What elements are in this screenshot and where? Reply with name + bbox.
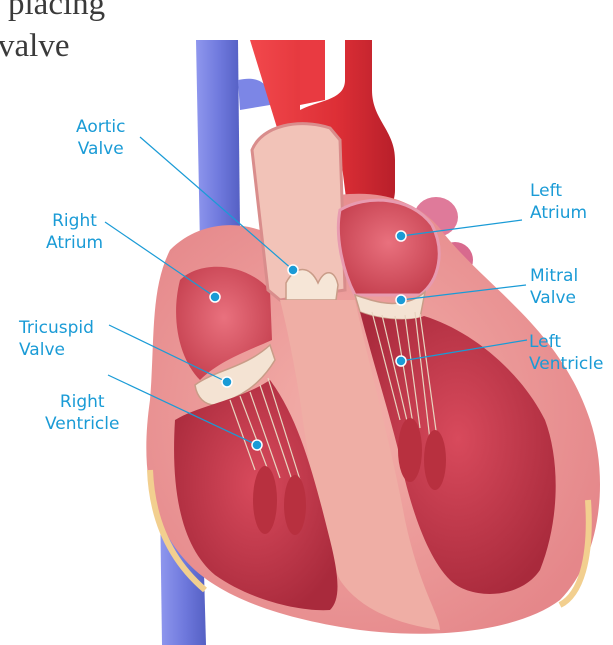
right-ventricle-dot [252, 440, 262, 450]
label-mitral-valve-line1: Mitral [530, 265, 578, 287]
label-left-ventricle: Left Ventricle [529, 331, 603, 375]
label-aortic-valve: Aortic Valve [76, 116, 125, 160]
left-atrium-dot [396, 231, 406, 241]
label-aortic-valve-line1: Aortic [76, 116, 125, 138]
label-right-atrium-line2: Atrium [46, 232, 103, 254]
aortic-valve-dot [288, 265, 298, 275]
mitral-valve-dot [396, 295, 406, 305]
vena-cava [196, 40, 240, 245]
right-atrium-dot [210, 292, 220, 302]
label-mitral-valve: Mitral Valve [530, 265, 578, 309]
label-right-atrium: Right Atrium [46, 210, 103, 254]
label-left-atrium-line2: Atrium [530, 202, 587, 224]
label-tricuspid-valve: Tricuspid Valve [19, 317, 94, 361]
label-tricuspid-valve-line1: Tricuspid [19, 317, 94, 339]
label-left-atrium-line1: Left [530, 180, 587, 202]
label-left-ventricle-line2: Ventricle [529, 353, 603, 375]
label-right-atrium-line1: Right [46, 210, 103, 232]
left-ventricle-dot [396, 356, 406, 366]
left-atrium-chamber [338, 200, 439, 295]
label-right-ventricle-line2: Ventricle [45, 413, 119, 435]
label-right-ventricle-line1: Right [45, 391, 119, 413]
label-tricuspid-valve-line2: Valve [19, 339, 94, 361]
tricuspid-valve-dot [222, 377, 232, 387]
artery-branch [300, 40, 325, 105]
label-mitral-valve-line2: Valve [530, 287, 578, 309]
label-left-atrium: Left Atrium [530, 180, 587, 224]
label-aortic-valve-line2: Valve [76, 138, 125, 160]
label-right-ventricle: Right Ventricle [45, 391, 119, 435]
label-left-ventricle-line1: Left [529, 331, 603, 353]
